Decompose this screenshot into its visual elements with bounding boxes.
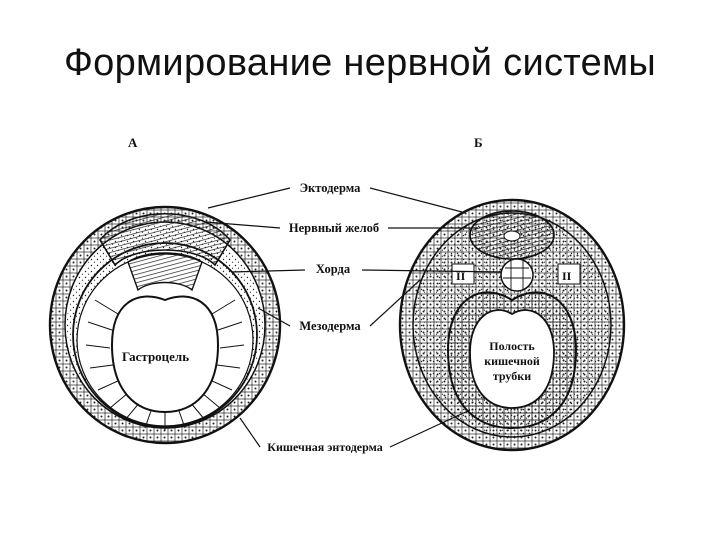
panel-a-letter: А bbox=[128, 135, 138, 150]
panel-a-endoderm-cells bbox=[85, 299, 245, 430]
panel-b-letter: Б bbox=[474, 135, 483, 150]
label-chorda: Хорда bbox=[316, 262, 351, 276]
label-gastrocoel: Гастроцель bbox=[122, 349, 189, 364]
label-cavity-3: трубки bbox=[493, 369, 531, 383]
panel-b-chorda bbox=[500, 258, 534, 292]
panel-a-gastrocoel bbox=[110, 295, 220, 414]
panel-a-neural-plate bbox=[99, 213, 231, 267]
label-somite-left: II bbox=[456, 269, 466, 283]
slide-title: Формирование нервной системы bbox=[63, 42, 657, 84]
leader-lines bbox=[205, 187, 503, 448]
label-mesoderm: Мезодерма bbox=[299, 319, 361, 333]
panel-a-chorda bbox=[127, 252, 203, 292]
label-somite-right: II bbox=[562, 269, 572, 283]
label-cavity-2: кишечной bbox=[484, 354, 540, 368]
panel-b-gut-cavity bbox=[469, 309, 555, 409]
label-ectoderm: Эктодерма bbox=[300, 181, 362, 195]
label-gut-endoderm: Кишечная энтодерма bbox=[267, 440, 382, 454]
panel-b-embryo: II II Полость кишечной трубки Б bbox=[398, 135, 626, 452]
label-neural-groove: Нервный желоб bbox=[289, 221, 379, 235]
label-cavity-1: Полость bbox=[489, 339, 535, 353]
panel-a-embryo: Гастроцель А bbox=[48, 135, 282, 445]
